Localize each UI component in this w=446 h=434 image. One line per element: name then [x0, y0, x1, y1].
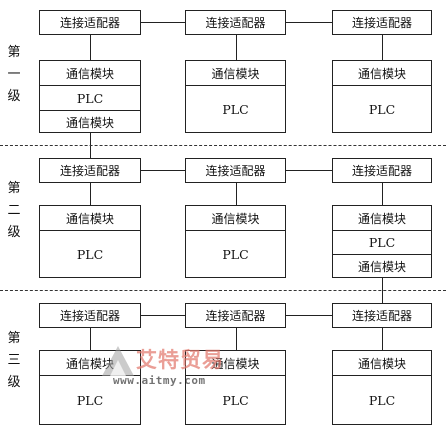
- level-separator: [0, 290, 446, 291]
- network-link: [286, 315, 332, 316]
- network-link: [141, 170, 185, 171]
- level-separator: [0, 145, 446, 146]
- plc-unit: PLC: [186, 85, 285, 133]
- comm-module: 通信模块: [357, 66, 406, 81]
- plc-unit: PLC: [40, 85, 140, 110]
- connector: [382, 35, 383, 60]
- adapter-label: 连接适配器: [59, 309, 120, 323]
- comm-module: 通信模块: [65, 211, 114, 226]
- adapter-label: 连接适配器: [205, 16, 266, 30]
- plc-unit: PLC: [40, 375, 140, 425]
- network-link: [141, 315, 185, 316]
- plc-station: 通信模块 PLC: [185, 60, 286, 133]
- adapter-label: 连接适配器: [205, 164, 266, 178]
- adapter-box: 连接适配器: [332, 303, 432, 328]
- adapter-box: 连接适配器: [332, 158, 432, 183]
- level-2-label: 第二级: [7, 181, 21, 240]
- level-1-label: 第一级: [7, 45, 21, 104]
- plc-station: 通信模块 PLC: [185, 350, 286, 425]
- comm-module: 通信模块: [211, 356, 260, 371]
- plc-unit: PLC: [186, 230, 285, 278]
- plc-station: 通信模块 PLC: [332, 60, 432, 133]
- level-3-label: 第三级: [7, 331, 21, 390]
- comm-module: 通信模块: [357, 356, 406, 371]
- plc-unit: PLC: [333, 85, 431, 133]
- adapter-box: 连接适配器: [185, 303, 286, 328]
- adapter-box: 连接适配器: [39, 10, 141, 35]
- comm-module: 通信模块: [65, 356, 114, 371]
- plc-station: 通信模块 PLC: [332, 350, 432, 425]
- network-link: [141, 22, 185, 23]
- plc-station: 通信模块 PLC 通信模块: [332, 205, 432, 278]
- comm-module: 通信模块: [333, 254, 431, 278]
- comm-module: 通信模块: [357, 211, 406, 226]
- plc-station: 通信模块 PLC: [39, 350, 141, 425]
- adapter-label: 连接适配器: [351, 16, 412, 30]
- plc-unit: PLC: [186, 375, 285, 425]
- plc-station: 通信模块 PLC: [39, 205, 141, 278]
- connector: [236, 183, 237, 205]
- comm-module: 通信模块: [211, 211, 260, 226]
- connector: [90, 328, 91, 350]
- connector: [236, 328, 237, 350]
- plc-station: 通信模块 PLC 通信模块: [39, 60, 141, 133]
- connector: [382, 328, 383, 350]
- adapter-label: 连接适配器: [59, 164, 120, 178]
- adapter-box: 连接适配器: [185, 10, 286, 35]
- connector: [236, 35, 237, 60]
- network-link: [286, 170, 332, 171]
- comm-module: 通信模块: [65, 66, 114, 81]
- network-link: [286, 22, 332, 23]
- adapter-label: 连接适配器: [351, 164, 412, 178]
- adapter-box: 连接适配器: [185, 158, 286, 183]
- connector: [382, 183, 383, 205]
- adapter-label: 连接适配器: [205, 309, 266, 323]
- plc-unit: PLC: [333, 375, 431, 425]
- comm-module: 通信模块: [211, 66, 260, 81]
- plc-unit: PLC: [40, 230, 140, 278]
- comm-module: 通信模块: [40, 110, 140, 133]
- adapter-label: 连接适配器: [59, 16, 120, 30]
- connector: [90, 183, 91, 205]
- adapter-label: 连接适配器: [351, 309, 412, 323]
- adapter-box: 连接适配器: [332, 10, 432, 35]
- plc-station: 通信模块 PLC: [185, 205, 286, 278]
- plc-unit: PLC: [333, 230, 431, 254]
- adapter-box: 连接适配器: [39, 158, 141, 183]
- connector: [90, 35, 91, 60]
- adapter-box: 连接适配器: [39, 303, 141, 328]
